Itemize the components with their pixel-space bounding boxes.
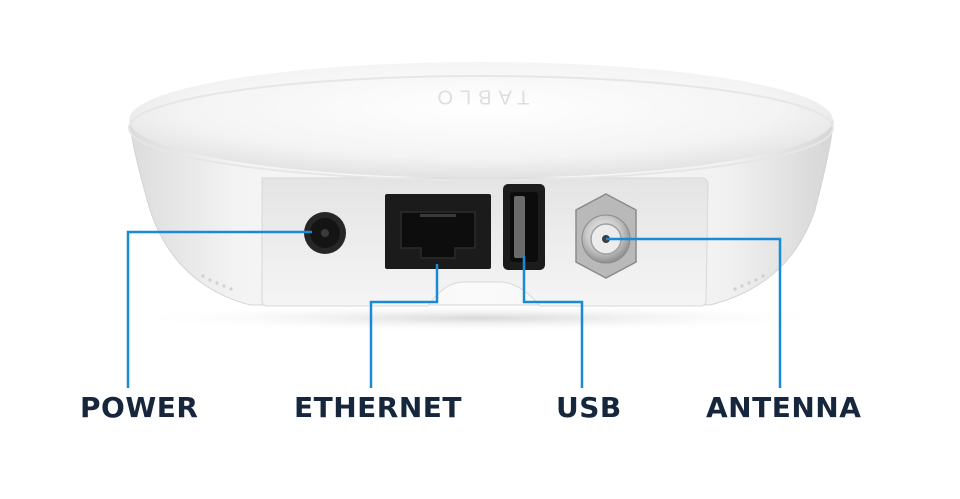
vent-dots-right	[733, 274, 765, 291]
device-top	[129, 62, 833, 178]
antenna-leader-line	[606, 237, 782, 388]
device-top-rim	[128, 75, 834, 181]
leader-lines	[126, 230, 782, 388]
ethernet-leader-line	[369, 264, 439, 388]
power-port	[304, 212, 346, 254]
vent-dots-left	[201, 274, 233, 291]
antenna-port	[575, 193, 637, 279]
usb-label: USB	[556, 391, 622, 424]
device-logo: TABLO	[430, 86, 529, 108]
usb-leader-line	[522, 256, 584, 388]
ethernet-label: ETHERNET	[294, 391, 463, 424]
power-leader-line	[126, 230, 312, 388]
antenna-label: ANTENNA	[706, 391, 862, 424]
usb-port	[503, 184, 545, 270]
ethernet-port	[385, 194, 491, 269]
floor-shadow	[120, 304, 840, 332]
power-label: POWER	[80, 391, 199, 424]
